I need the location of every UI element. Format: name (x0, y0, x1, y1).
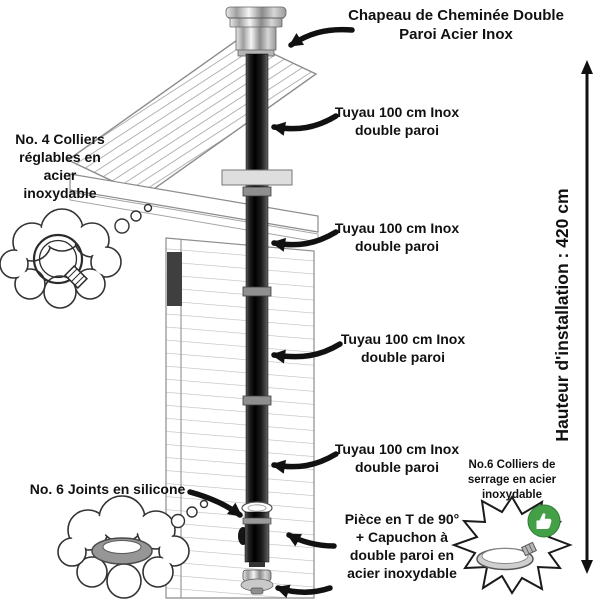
label-pipe-4: Tuyau 100 cm Inox double paroi (334, 441, 460, 475)
label-pipe-2: Tuyau 100 cm Inox double paroi (334, 220, 460, 254)
arrow-to-pipe-2 (271, 229, 339, 252)
arrow-to-pipe-4 (271, 451, 339, 474)
arrow-head-bottom (581, 560, 593, 574)
arrow-to-cap (288, 26, 355, 48)
bubble-trail (114, 203, 153, 234)
condensation-cap (240, 569, 274, 595)
pipe-coupling-2 (242, 286, 272, 297)
bubble-trail (170, 499, 209, 529)
wall-siding (165, 237, 315, 599)
corner-post (167, 252, 182, 306)
tee-clamp (242, 517, 272, 525)
tee-piece (238, 511, 272, 567)
arrow-to-bottom-cap (275, 584, 333, 598)
silicone-joint-illustration (91, 537, 153, 565)
arrow-to-joint (187, 489, 243, 518)
label-hose-clamps: No.6 Colliers de serrage en acier inoxyd… (467, 459, 557, 501)
flue-pipe (245, 53, 269, 509)
label-pipe-3: Tuyau 100 cm Inox double paroi (340, 331, 466, 365)
label-joints: No. 6 Joints en silicone (29, 481, 186, 497)
label-chimney-cap: Chapeau de Cheminée Double Paroi Acier I… (348, 7, 564, 44)
label-tee-piece: Pièce en T de 90° + Capuchon à double pa… (344, 511, 460, 581)
label-pipe-1: Tuyau 100 cm Inox double paroi (334, 104, 460, 138)
arrow-to-pipe-3 (271, 341, 343, 364)
thought-bubble-joints (57, 495, 209, 599)
arrow-to-tee (286, 532, 337, 549)
wall-bracket (221, 169, 293, 186)
silicone-ring (241, 501, 273, 515)
pipe-coupling-3 (242, 395, 272, 406)
thumbs-up-icon (536, 513, 552, 529)
hose-clamp-illustration (476, 541, 538, 571)
thumbs-up-badge (527, 504, 561, 538)
label-install-height: Hauteur d'installation : 420 cm (552, 188, 572, 442)
adjustable-clamp-illustration (32, 233, 89, 290)
starburst-icon (451, 495, 573, 595)
annotation-arrows (187, 26, 355, 598)
chimney-cap (225, 6, 287, 57)
pipe-coupling-1 (242, 186, 272, 197)
arrow-to-pipe-1 (271, 113, 339, 136)
arrow-head-top (581, 60, 593, 74)
height-dimension-arrow (581, 60, 593, 574)
starburst-clamps (451, 495, 573, 595)
chimney-assembly (221, 6, 293, 595)
thought-bubble-collars (0, 203, 153, 309)
label-collars: No. 4 Colliers réglables en acier inoxyd… (15, 131, 105, 201)
